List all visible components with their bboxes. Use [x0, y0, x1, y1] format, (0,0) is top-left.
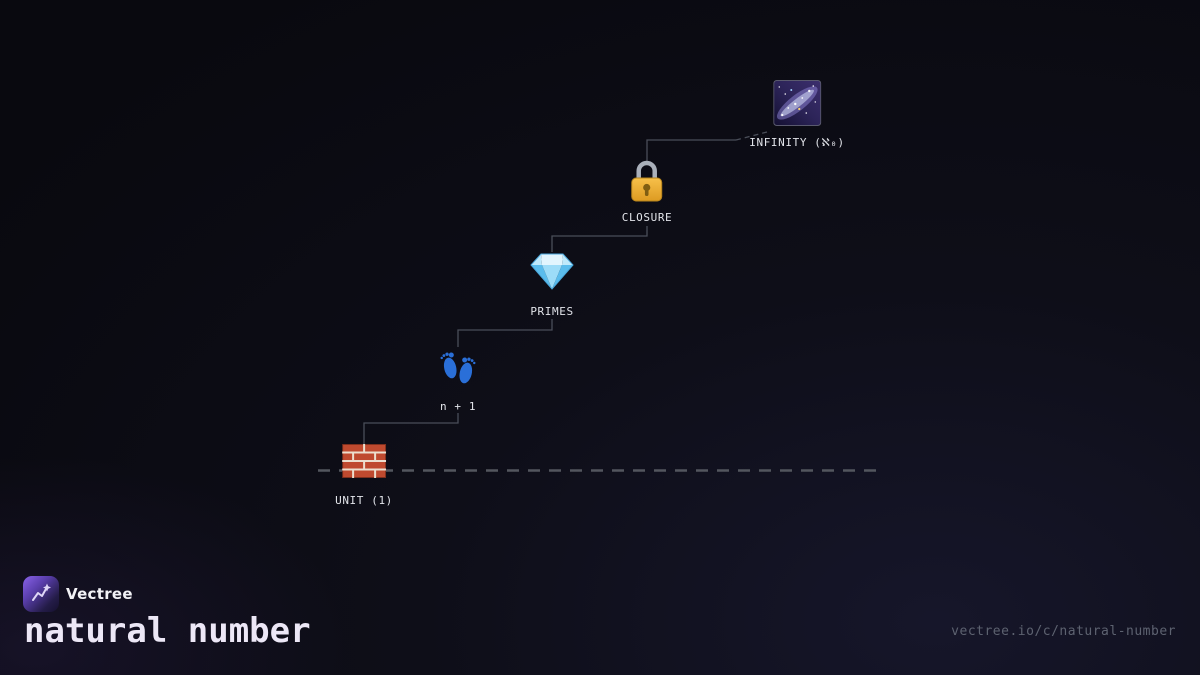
node-infinity[interactable]: INFINITY (ℵ₀) [749, 80, 844, 149]
gem-icon [528, 251, 576, 291]
node-primes[interactable]: PRIMES [528, 251, 576, 318]
brick-icon [342, 444, 386, 478]
vectree-logo[interactable] [23, 576, 59, 612]
lock-icon [629, 159, 665, 203]
node-successor[interactable]: n + 1 [437, 346, 479, 413]
page-url[interactable]: vectree.io/c/natural-number [951, 624, 1176, 639]
page-title: natural number [24, 611, 311, 651]
connector-closure-infinity [646, 139, 736, 161]
node-label-unit: UNIT (1) [335, 494, 393, 507]
vectree-logo-icon [32, 583, 51, 601]
node-label-primes: PRIMES [530, 305, 574, 318]
brand-name: Vectree [66, 585, 133, 603]
node-label-successor: n + 1 [439, 400, 477, 413]
connector-primes-closure [551, 226, 648, 252]
node-label-closure: CLOSURE [621, 211, 673, 224]
node-closure[interactable]: CLOSURE [622, 159, 673, 224]
connector-successor-primes [457, 319, 553, 347]
milky-way-icon [773, 80, 821, 126]
node-unit[interactable]: UNIT (1) [335, 444, 393, 507]
footprints-icon [437, 346, 479, 388]
node-label-infinity: INFINITY (ℵ₀) [749, 136, 845, 149]
connector-unit-successor [363, 413, 459, 446]
